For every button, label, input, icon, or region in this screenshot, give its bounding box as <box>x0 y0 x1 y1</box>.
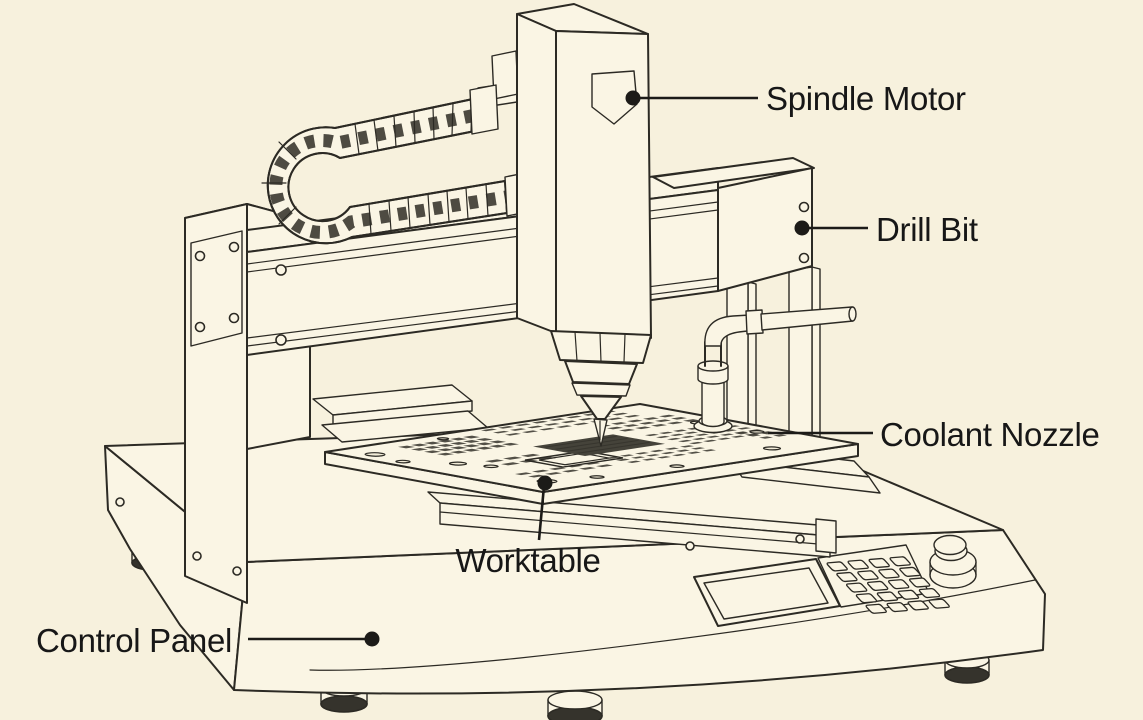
callout-worktable: Worktable <box>455 475 601 579</box>
callout-coolant-nozzle: Coolant Nozzle <box>768 416 1100 453</box>
beam-cap-roof <box>652 157 815 189</box>
pcb-chip <box>533 434 665 457</box>
cable-drag-chain <box>261 50 528 245</box>
control-panel-screen-inner <box>703 567 829 620</box>
keypad-keys <box>826 557 950 614</box>
control-panel <box>693 534 977 627</box>
spindle-left-face <box>516 13 557 334</box>
callouts: Spindle Motor Drill Bit Coolant Nozzle W… <box>36 80 1100 659</box>
spindle-collet <box>550 330 652 420</box>
label-drill-bit: Drill Bit <box>876 211 978 248</box>
label-control-panel: Control Panel <box>36 622 232 659</box>
support-leg-right <box>788 266 813 454</box>
nozzle-body <box>701 377 725 428</box>
callout-control-panel: Control Panel <box>36 622 380 659</box>
callout-drill-bit: Drill Bit <box>794 211 978 248</box>
callout-spindle-motor: Spindle Motor <box>625 80 966 117</box>
worktable-rail-front <box>439 502 831 558</box>
label-coolant-nozzle: Coolant Nozzle <box>880 416 1100 453</box>
coolant-nozzle <box>693 306 857 434</box>
label-worktable: Worktable <box>455 542 600 579</box>
spindle-motor <box>516 3 652 447</box>
spindle-badge <box>591 70 638 125</box>
control-knob <box>929 534 977 589</box>
label-spindle-motor: Spindle Motor <box>766 80 966 117</box>
